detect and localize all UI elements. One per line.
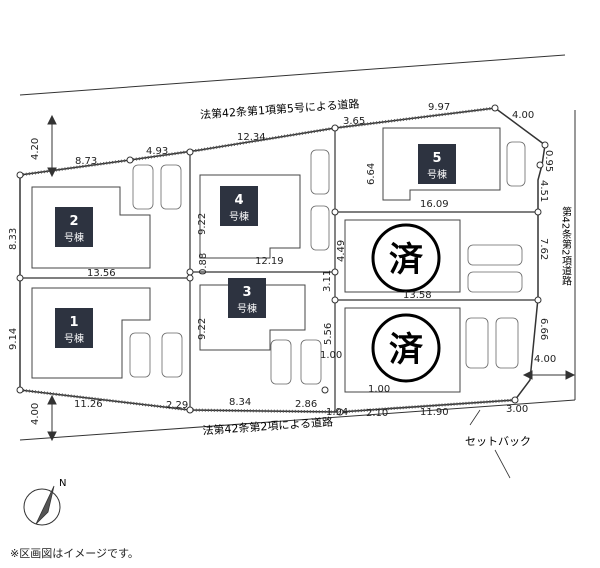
sold-mark-upper: 済 (371, 223, 441, 293)
lot-label-3: 3 号棟 (228, 278, 266, 318)
south-boundary-hatch (19, 388, 516, 414)
lot-label-5: 5 号棟 (418, 144, 456, 184)
compass-icon: N (23, 478, 66, 526)
dim-1-00-b: 1.00 (368, 384, 390, 395)
lot-unit: 号棟 (229, 210, 249, 223)
dim-9-22-upper: 9.22 (197, 213, 208, 235)
lot-label-1: 1 号棟 (55, 308, 93, 348)
dim-4-93: 4.93 (146, 146, 168, 157)
dim-3-65: 3.65 (343, 116, 365, 127)
road-name-east: 第42条第2項道路 (560, 205, 572, 286)
lot-unit: 号棟 (64, 231, 84, 244)
dim-2-10: 2.10 (366, 408, 388, 419)
compass-north-label: N (59, 478, 66, 489)
lot-label-4: 4 号棟 (220, 186, 258, 226)
dim-2-86: 2.86 (295, 399, 317, 410)
dim-12-19: 12.19 (255, 256, 284, 267)
sold-mark-lower: 済 (371, 313, 441, 383)
dim-9-14: 9.14 (8, 328, 19, 350)
lot-unit: 号棟 (237, 302, 257, 315)
dim-3-00: 3.00 (506, 404, 528, 415)
dim-16-09: 16.09 (420, 199, 449, 210)
lot-label-2: 2 号棟 (55, 207, 93, 247)
lot-number: 2 (69, 214, 78, 229)
dim-4-00-e: 4.00 (534, 354, 556, 365)
dimension-labels: 4.20 8.73 4.93 12.34 3.65 9.97 4.00 0.95… (8, 102, 556, 425)
lot-number: 1 (69, 315, 78, 330)
dim-3-11: 3.11 (322, 270, 333, 292)
dim-8-34: 8.34 (229, 397, 251, 408)
dim-11-26: 11.26 (74, 399, 103, 410)
north-boundary-hatch (19, 106, 496, 177)
dim-11-90: 11.90 (420, 407, 449, 418)
dim-0-88: 0.88 (198, 253, 209, 275)
lot-number: 5 (432, 151, 441, 166)
setback-leader (469, 409, 481, 426)
dim-4-51: 4.51 (538, 180, 549, 202)
parking-cars (129, 141, 526, 385)
road-name-south: 法第42条第2項による道路 (202, 414, 333, 437)
road-name-east-text: 第42条第2項道路 (560, 205, 572, 286)
lot-number: 3 (242, 285, 251, 300)
dim-2-29: 2.29 (166, 400, 188, 411)
dim-0-95: 0.95 (543, 150, 554, 172)
dim-4-49: 4.49 (336, 240, 347, 262)
lot-number: 4 (234, 193, 243, 208)
road-width-arrows (47, 114, 576, 442)
dim-1-94: 1.94 (326, 407, 348, 418)
dim-9-22-lower: 9.22 (197, 318, 208, 340)
dim-6-66: 6.66 (538, 318, 549, 340)
dim-1-00-a: 1.00 (320, 350, 342, 361)
dim-12-34: 12.34 (237, 132, 266, 143)
dim-13-58: 13.58 (403, 290, 432, 301)
disclaimer-note: ※区画図はイメージです。 (10, 547, 139, 560)
dim-5-56: 5.56 (323, 323, 334, 345)
dim-8-33: 8.33 (8, 228, 19, 250)
dim-13-56: 13.56 (87, 268, 116, 279)
north-road-edge (19, 54, 566, 96)
sold-text: 済 (389, 330, 424, 370)
sold-text: 済 (389, 240, 424, 280)
lot-unit: 号棟 (427, 168, 447, 181)
dim-4-00-ne: 4.00 (512, 110, 534, 121)
dim-8-73: 8.73 (75, 156, 97, 167)
dim-7-62: 7.62 (538, 238, 549, 260)
dim-9-97: 9.97 (428, 102, 450, 113)
setback-label: セットバック (465, 435, 531, 448)
road-name-north: 法第42条第1項第5号による道路 (200, 96, 360, 121)
setback-line (494, 449, 511, 479)
dim-4-00-w: 4.00 (30, 403, 41, 425)
south-road-edge (19, 399, 576, 441)
dim-6-64: 6.64 (366, 163, 377, 185)
lot-unit: 号棟 (64, 332, 84, 345)
dim-4-20: 4.20 (30, 138, 41, 160)
